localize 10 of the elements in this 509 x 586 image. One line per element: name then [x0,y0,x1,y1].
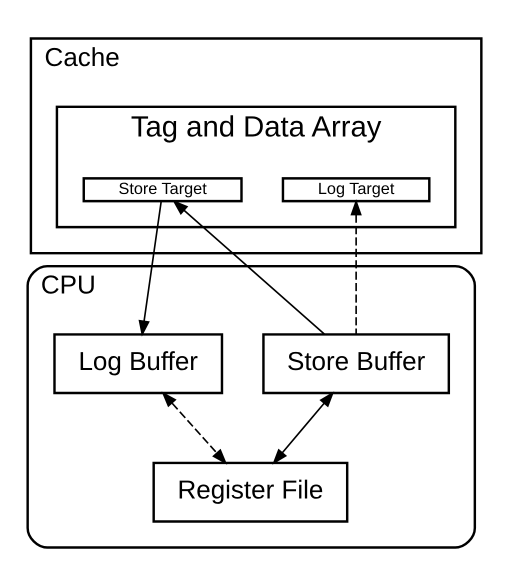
arrow [350,199,362,334]
arrow [272,391,334,465]
node-box: Register File [152,462,348,523]
arrow [161,391,228,465]
node-box: Store Target [82,177,243,202]
arrow [172,200,326,335]
node-box: Log Target [282,177,431,202]
node-box: Log Buffer [53,333,224,394]
node-box: Store Buffer [262,333,450,394]
arrow [138,201,162,337]
